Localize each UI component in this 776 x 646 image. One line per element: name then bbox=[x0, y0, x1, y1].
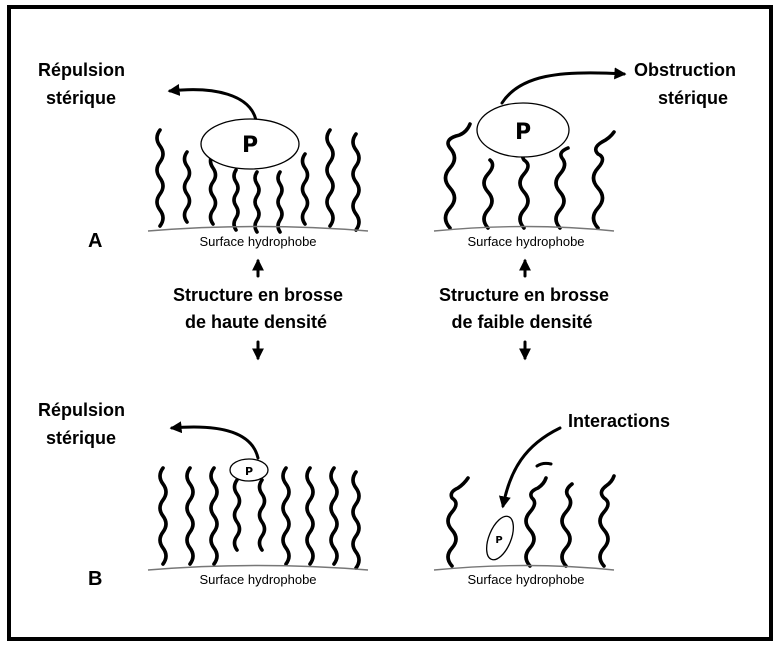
protein-label: P bbox=[515, 120, 531, 145]
polymer-chain bbox=[155, 128, 165, 228]
hydrophobe-surface-line bbox=[147, 564, 369, 571]
polymer-chain bbox=[158, 466, 168, 566]
polymer-chain bbox=[443, 122, 472, 230]
polymer-chain bbox=[560, 482, 574, 568]
polymer-chain bbox=[281, 466, 291, 566]
polymer-chain bbox=[305, 466, 315, 566]
repulsion-label-line1: Répulsion bbox=[38, 60, 125, 80]
polymer-chain bbox=[351, 470, 361, 570]
polymer-chain bbox=[598, 474, 616, 568]
panel-a-left: Répulsion stérique P Surface hydrophobe … bbox=[38, 60, 369, 361]
surface-label: Surface hydrophobe bbox=[467, 234, 584, 249]
structure-label-line1: Structure en brosse bbox=[439, 285, 609, 305]
structure-label-line1: Structure en brosse bbox=[173, 285, 343, 305]
polymer-chain bbox=[182, 150, 192, 224]
polymer-chain bbox=[329, 466, 339, 566]
repulsion-arrow bbox=[169, 421, 260, 460]
polymer-chain bbox=[351, 132, 361, 232]
surface-label: Surface hydrophobe bbox=[199, 572, 316, 587]
polymer-chain bbox=[482, 158, 495, 230]
panel-b-right: Interactions P Surface hydrophobe bbox=[433, 411, 670, 587]
protein-label: P bbox=[245, 465, 253, 478]
interactions-label: Interactions bbox=[568, 411, 670, 431]
obstruction-label-line2: stérique bbox=[658, 88, 728, 108]
polymer-chain bbox=[276, 170, 284, 234]
protein-label: P bbox=[495, 535, 502, 546]
polymer-chain bbox=[185, 466, 195, 566]
polymer-chain bbox=[325, 128, 335, 228]
interactions-arrow bbox=[498, 426, 562, 509]
polymer-chain bbox=[257, 478, 267, 552]
protein-label: P bbox=[242, 133, 258, 158]
polymer-chain bbox=[591, 130, 616, 230]
repulsion-label-line2: stérique bbox=[46, 428, 116, 448]
surface-label: Surface hydrophobe bbox=[467, 572, 584, 587]
figure-frame bbox=[7, 5, 773, 641]
polymer-chains bbox=[155, 128, 361, 234]
polymer-chain bbox=[208, 152, 218, 226]
surface-label: Surface hydrophobe bbox=[199, 234, 316, 249]
polymer-chains bbox=[446, 461, 616, 568]
protein bbox=[476, 102, 570, 158]
polymer-chains bbox=[443, 122, 616, 230]
panel-a-right: Obstruction stérique P Surface hydrophob… bbox=[433, 60, 736, 361]
panel-b-left: Répulsion stérique P Surface hydrophobe bbox=[38, 400, 369, 587]
polymer-chain bbox=[253, 170, 261, 234]
polymer-chain bbox=[232, 168, 240, 232]
panel-label-b: B bbox=[88, 568, 102, 590]
polymer-chain bbox=[232, 478, 242, 552]
polymer-chain bbox=[554, 146, 570, 230]
polymer-chain bbox=[446, 476, 470, 568]
polymer-chains bbox=[158, 466, 361, 570]
obstruction-arrow bbox=[500, 67, 627, 105]
protein bbox=[229, 458, 269, 482]
protein bbox=[200, 118, 300, 170]
obstruction-label-line1: Obstruction bbox=[634, 60, 736, 80]
structure-label-line2: de faible densité bbox=[451, 312, 592, 332]
hydrophobe-surface-line bbox=[147, 225, 369, 232]
polymer-chain bbox=[524, 476, 548, 568]
repulsion-label-line1: Répulsion bbox=[38, 400, 125, 420]
polymer-chain bbox=[535, 461, 553, 468]
polymer-chain bbox=[209, 466, 219, 566]
repulsion-arrow bbox=[167, 83, 258, 122]
panel-label-a: A bbox=[88, 230, 102, 252]
hydrophobe-surface-line bbox=[433, 225, 615, 232]
protein bbox=[485, 515, 515, 561]
hydrophobe-surface-line bbox=[433, 564, 615, 571]
structure-label-line2: de haute densité bbox=[185, 312, 327, 332]
polymer-chain bbox=[300, 152, 310, 226]
repulsion-label-line2: stérique bbox=[46, 88, 116, 108]
